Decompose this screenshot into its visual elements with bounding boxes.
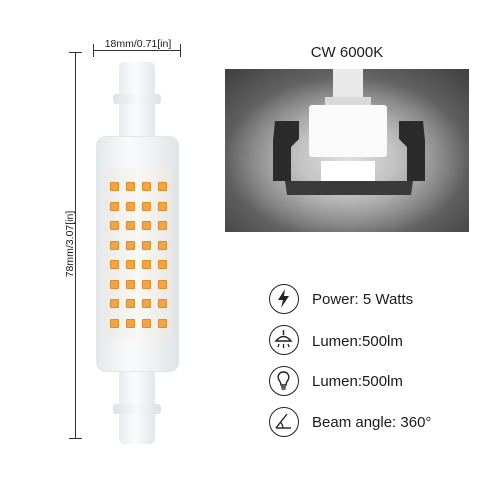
bulb-bottom-ring — [113, 404, 161, 414]
height-dimension-label: 78mm/3.07[in] — [64, 210, 76, 278]
led-chip — [142, 221, 151, 230]
led-chip — [142, 201, 151, 211]
led-chip — [142, 299, 151, 308]
led-chip — [142, 182, 151, 191]
bulb-top-ring — [113, 94, 161, 104]
led-chip — [142, 240, 151, 250]
led-chip — [110, 279, 119, 289]
led-chip — [110, 221, 119, 230]
led-chip — [110, 299, 119, 308]
led-chip — [110, 182, 119, 191]
bulb-icon — [269, 366, 299, 396]
lightning-icon — [269, 284, 299, 314]
led-chip — [158, 201, 167, 211]
led-chip — [126, 221, 135, 230]
lit-bulb-photo — [225, 69, 469, 232]
height-dimension-line — [69, 52, 82, 439]
led-chip — [158, 240, 167, 250]
width-dimension-label: 18mm/0.71[in] — [104, 38, 172, 50]
led-chip — [158, 299, 167, 308]
led-chip — [110, 201, 119, 211]
led-chip — [158, 221, 167, 230]
led-chip — [158, 279, 167, 289]
led-chip — [110, 260, 119, 269]
led-chip — [142, 318, 151, 328]
spec-beam-angle-label: Beam angle: 360° — [312, 414, 432, 431]
led-chip — [158, 260, 167, 269]
led-chip — [110, 318, 119, 328]
photo-caption: CW 6000K — [310, 44, 384, 61]
led-window — [104, 168, 171, 340]
led-chip — [126, 201, 135, 211]
beam-angle-icon — [269, 407, 299, 437]
led-chip — [142, 279, 151, 289]
led-chip — [126, 318, 135, 328]
led-chip — [110, 240, 119, 250]
spec-lumen-label-2: Lumen:500lm — [312, 373, 403, 390]
led-chip — [126, 182, 135, 191]
width-dimension-line — [93, 44, 181, 57]
led-chip — [126, 240, 135, 250]
spec-power-label: Power: 5 Watts — [312, 291, 414, 308]
led-chip — [126, 299, 135, 308]
led-chip — [158, 182, 167, 191]
led-chip — [126, 260, 135, 269]
ceiling-lamp-icon — [269, 325, 299, 355]
led-chip — [142, 260, 151, 269]
led-chip — [158, 318, 167, 328]
led-chip — [126, 279, 135, 289]
spec-lumen-label-1: Lumen:500lm — [312, 333, 403, 350]
lit-bulb-photo-drawing — [225, 69, 469, 232]
